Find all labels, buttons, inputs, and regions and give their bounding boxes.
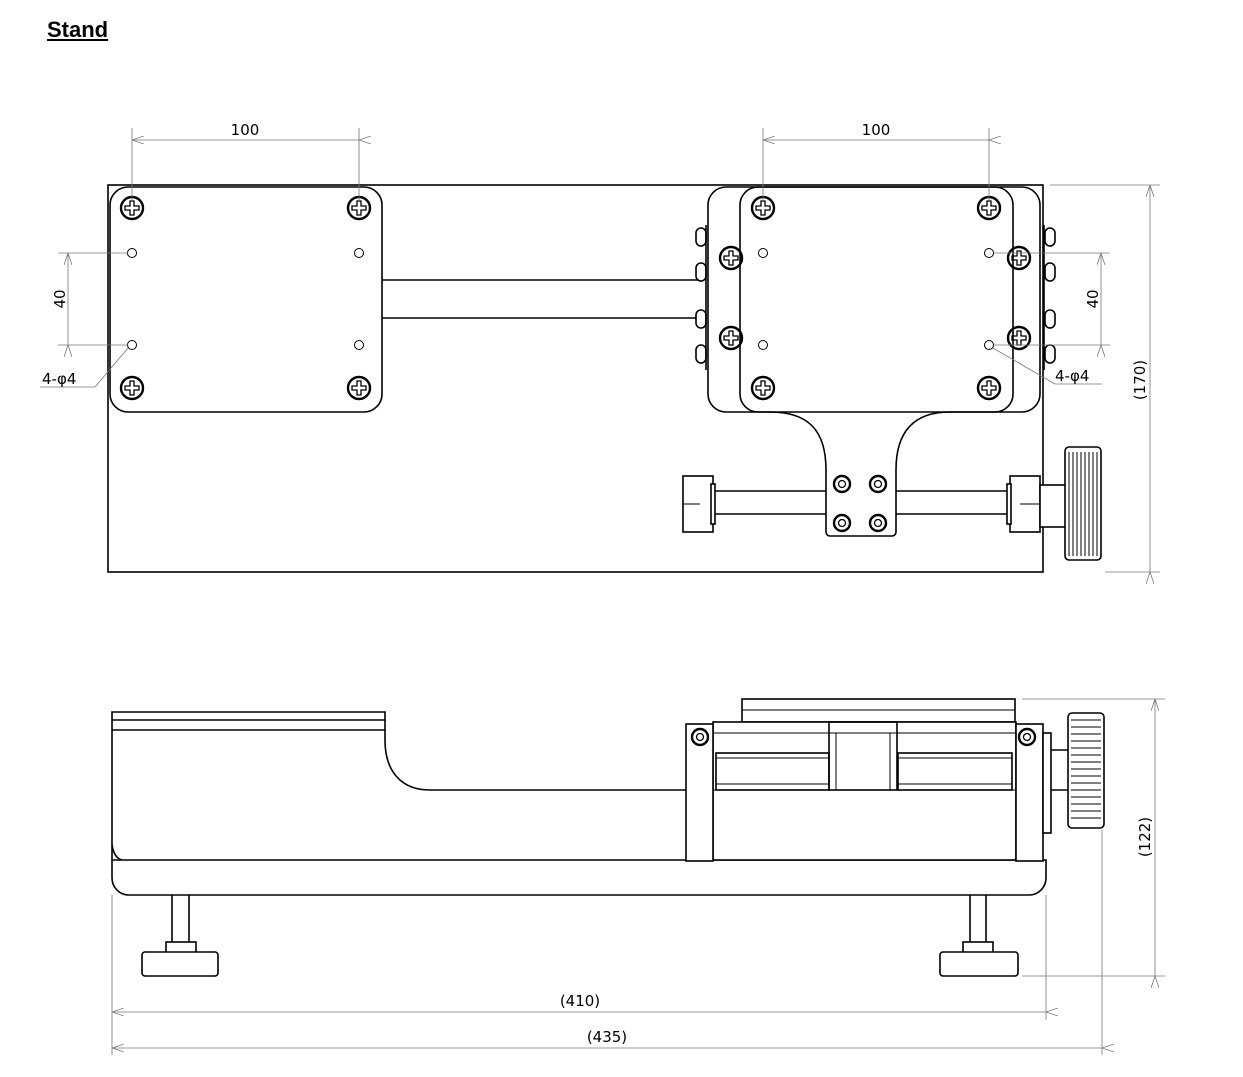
lead-screw	[682, 475, 1067, 533]
carriage	[707, 186, 1041, 537]
svg-text:100: 100	[862, 121, 891, 139]
svg-text:(435): (435)	[587, 1028, 627, 1046]
dimension-left-100: 100	[131, 121, 359, 200]
hole-note-left: 4-φ4	[40, 347, 129, 388]
top-view: 100 100 40 4-φ4 40 4-φ4 (170)	[40, 121, 1160, 572]
dimension-length-410: (410)	[111, 895, 1046, 1055]
base-plate	[111, 859, 1047, 896]
drawing-title: Stand	[47, 17, 109, 42]
svg-text:4-φ4: 4-φ4	[42, 370, 76, 388]
svg-text:4-φ4: 4-φ4	[1055, 367, 1089, 385]
dimension-left-40: 40	[51, 252, 128, 345]
svg-text:100: 100	[231, 121, 260, 139]
svg-text:(122): (122)	[1136, 817, 1154, 857]
svg-text:40: 40	[51, 289, 69, 308]
svg-text:(170): (170)	[1131, 360, 1149, 400]
leveling-foot-left[interactable]	[141, 895, 219, 977]
right-plate	[739, 186, 1014, 413]
adjust-knob-side[interactable]	[1067, 712, 1105, 829]
dimension-right-100: 100	[762, 121, 989, 200]
dimension-height-122: (122)	[1022, 698, 1165, 976]
dimension-length-435: (435)	[112, 830, 1102, 1055]
svg-text:40: 40	[1084, 289, 1102, 308]
right-plate-holes	[758, 248, 994, 350]
svg-text:(410): (410)	[560, 992, 600, 1010]
dimension-depth-170: (170)	[1050, 184, 1160, 572]
dimension-right-40: 40	[994, 252, 1110, 345]
post-screw-right	[1017, 727, 1037, 747]
post-screw-left	[690, 727, 710, 747]
hole-note-right: 4-φ4	[992, 347, 1102, 385]
left-plate	[109, 186, 383, 413]
adjust-knob-top[interactable]	[1064, 446, 1102, 561]
leveling-foot-right[interactable]	[939, 895, 1019, 977]
base-outline	[107, 184, 1044, 573]
side-rollers	[695, 225, 1056, 370]
side-view: (122) (410) (435)	[111, 698, 1165, 1055]
body	[111, 711, 686, 860]
